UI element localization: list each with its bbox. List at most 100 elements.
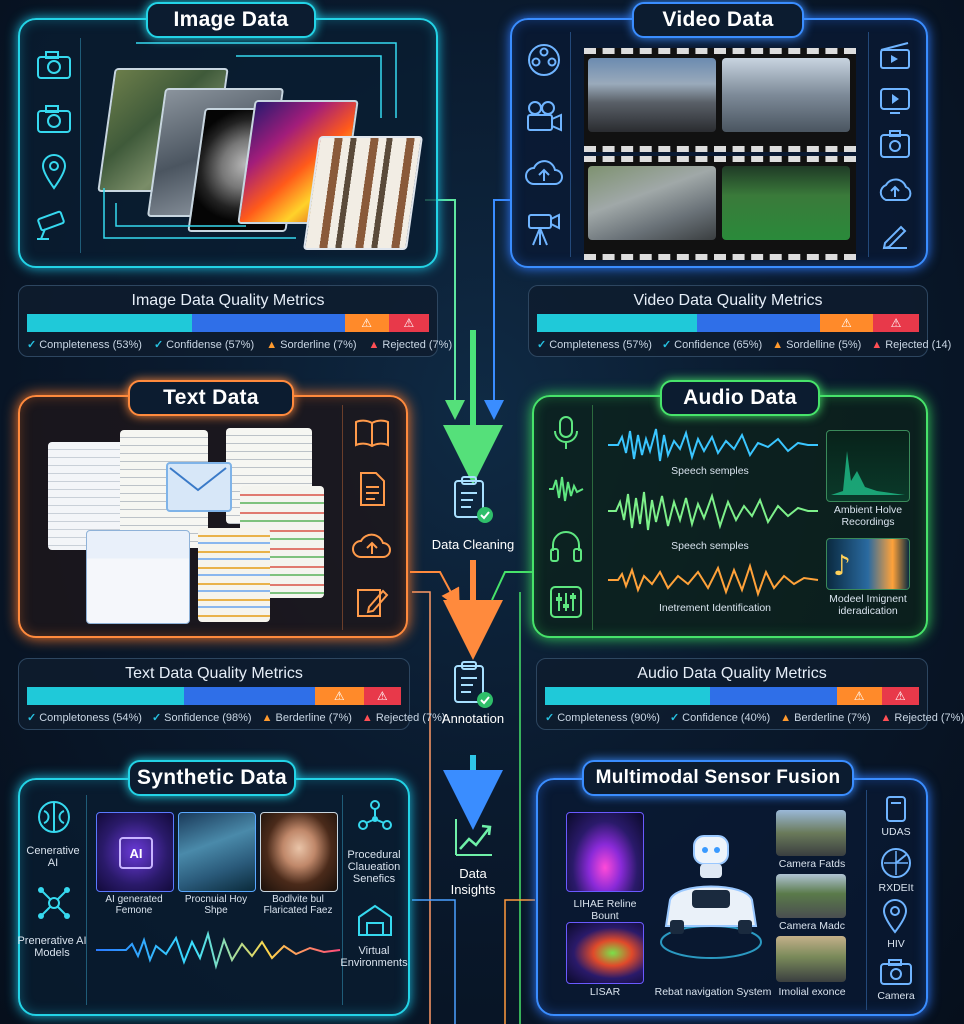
lisar-visualization bbox=[566, 922, 644, 984]
cloud-upload-icon[interactable] bbox=[524, 153, 564, 193]
brain-icon bbox=[36, 799, 72, 840]
waveform-icon[interactable] bbox=[546, 469, 586, 509]
radar-icon bbox=[879, 846, 913, 885]
warning-icon: ▲ bbox=[780, 711, 792, 724]
email-envelope bbox=[166, 462, 232, 512]
borderline-segment: ⚠ bbox=[819, 314, 874, 332]
multimodal-icon-column: UDAS RXDEIt HIV Camera bbox=[866, 790, 925, 1010]
warning-icon: ▲ bbox=[368, 338, 380, 351]
svg-text:♪: ♪ bbox=[833, 549, 851, 582]
camera-feed-2 bbox=[776, 874, 846, 918]
robot-navigation-label: Rebat navigation System bbox=[654, 986, 772, 998]
image-flow-arrows bbox=[103, 42, 397, 239]
generative-models-label: Prenerative AI Models bbox=[17, 935, 87, 959]
camera-icon[interactable] bbox=[34, 99, 74, 139]
rejected-label: Rejected (7%) bbox=[894, 711, 964, 724]
ambient-spectrum-chart bbox=[826, 430, 910, 502]
audio-metrics-title: Audio Data Quality Metrics bbox=[637, 665, 827, 682]
data-insights-line2: Insights bbox=[450, 882, 496, 897]
ai-chip-tile: AI bbox=[96, 812, 174, 892]
warning-icon: ▲ bbox=[361, 711, 373, 724]
camera-icon[interactable] bbox=[34, 45, 74, 85]
model-identification-label: Modeel Imignent ideradication bbox=[829, 593, 907, 617]
robot-car-graphic bbox=[656, 830, 766, 970]
document-icon[interactable] bbox=[352, 469, 392, 509]
fabricated-face-label: Bodlvite bul Flaricated Faez bbox=[263, 894, 333, 916]
warning-icon: ▲ bbox=[266, 338, 278, 351]
speech-samples-label: Speech semples bbox=[671, 465, 749, 477]
synthetic-data-title: Synthetic Data bbox=[128, 760, 296, 796]
play-icon[interactable] bbox=[875, 80, 915, 120]
warning-icon: ⚠ bbox=[333, 689, 345, 703]
procedural-city-tile bbox=[178, 812, 256, 892]
annotated-document bbox=[198, 528, 270, 622]
edit-icon[interactable] bbox=[352, 582, 392, 622]
hiv-label: HIV bbox=[887, 938, 905, 950]
film-strip-top bbox=[584, 48, 856, 152]
completeness-segment bbox=[545, 687, 710, 705]
borderline-segment: ⚠ bbox=[836, 687, 882, 705]
lidar-bound-label: LIHAE Reline Bount bbox=[573, 898, 637, 922]
check-icon: ✓ bbox=[545, 712, 555, 724]
video-device-icon[interactable] bbox=[875, 125, 915, 165]
rejected-segment: ⚠ bbox=[363, 687, 401, 705]
security-camera-icon[interactable] bbox=[34, 206, 74, 246]
video-metrics-title: Video Data Quality Metrics bbox=[633, 292, 823, 309]
rejected-label: Rejected (7%) bbox=[375, 711, 446, 724]
image-stack bbox=[96, 38, 426, 258]
audio-metrics-legend: ✓Completeness (90%) ✓Confidence (40%) ▲B… bbox=[545, 711, 964, 725]
text-data-title: Text Data bbox=[128, 380, 294, 416]
camera-feed-3 bbox=[776, 936, 846, 982]
virtual-environments-label: Virtual Environments bbox=[340, 945, 408, 969]
udas-label: UDAS bbox=[881, 826, 911, 838]
clipboard-check-icon bbox=[451, 660, 495, 710]
sensor-device-icon bbox=[881, 794, 911, 829]
book-icon[interactable] bbox=[352, 413, 392, 453]
synthetic-waveform bbox=[96, 930, 341, 970]
text-icon-column bbox=[342, 405, 401, 630]
warning-icon: ▲ bbox=[261, 711, 273, 724]
lidar-visualization bbox=[566, 812, 644, 892]
surveillance-video-frame bbox=[722, 58, 850, 132]
warning-icon: ⚠ bbox=[403, 316, 415, 330]
speech-samples-label: Speech semples bbox=[671, 540, 749, 552]
cloud-upload-icon[interactable] bbox=[352, 526, 392, 566]
film-reel-icon[interactable] bbox=[524, 40, 564, 80]
rejected-segment: ⚠ bbox=[388, 314, 429, 332]
data-insights-line1: Data bbox=[459, 866, 487, 881]
data-insights-label: Data Insights bbox=[418, 866, 528, 898]
video-metrics-legend: ✓Completeness (57%) ✓Confidence (65%) ▲S… bbox=[537, 338, 951, 352]
completeness-label: Completeness (53%) bbox=[39, 338, 142, 351]
warning-icon: ⚠ bbox=[853, 689, 865, 703]
generative-ai-label: Cenerative AI bbox=[26, 845, 80, 869]
movie-camera-icon[interactable] bbox=[524, 96, 564, 136]
audio-quality-bar: ⚠ ⚠ bbox=[545, 687, 919, 705]
warning-icon: ▲ bbox=[772, 338, 784, 351]
clapperboard-icon[interactable] bbox=[875, 35, 915, 75]
edit-icon[interactable] bbox=[875, 215, 915, 255]
confidence-label: Confidence (40%) bbox=[682, 711, 771, 724]
ambient-recordings-label: Ambient Holve Recordings bbox=[833, 504, 903, 528]
rejected-label: Rejected (14) bbox=[885, 338, 952, 351]
equalizer-icon[interactable] bbox=[546, 582, 586, 622]
image-metrics-legend: ✓Completeness (53%) ✓Confidense (57%) ▲S… bbox=[27, 338, 452, 352]
speech-waveform bbox=[608, 428, 818, 462]
completeness-label: Completeness (57%) bbox=[549, 338, 652, 351]
camera-tripod-icon[interactable] bbox=[524, 209, 564, 249]
warning-icon: ▲ bbox=[871, 338, 883, 351]
cloud-upload-icon[interactable] bbox=[875, 170, 915, 210]
music-spectrum-chart: ♪ bbox=[826, 538, 910, 590]
warning-icon: ▲ bbox=[880, 711, 892, 724]
headphones-icon[interactable] bbox=[546, 526, 586, 566]
location-pin-icon bbox=[881, 899, 909, 939]
check-icon: ✓ bbox=[27, 339, 37, 351]
image-data-icon-column bbox=[28, 38, 81, 253]
confidence-segment bbox=[697, 314, 820, 332]
location-pin-icon[interactable] bbox=[34, 152, 74, 192]
microphone-icon[interactable] bbox=[546, 413, 586, 453]
warning-icon: ⚠ bbox=[841, 316, 852, 330]
image-data-title: Image Data bbox=[146, 2, 316, 38]
rejected-segment: ⚠ bbox=[881, 687, 919, 705]
text-quality-bar: ⚠ ⚠ bbox=[27, 687, 401, 705]
